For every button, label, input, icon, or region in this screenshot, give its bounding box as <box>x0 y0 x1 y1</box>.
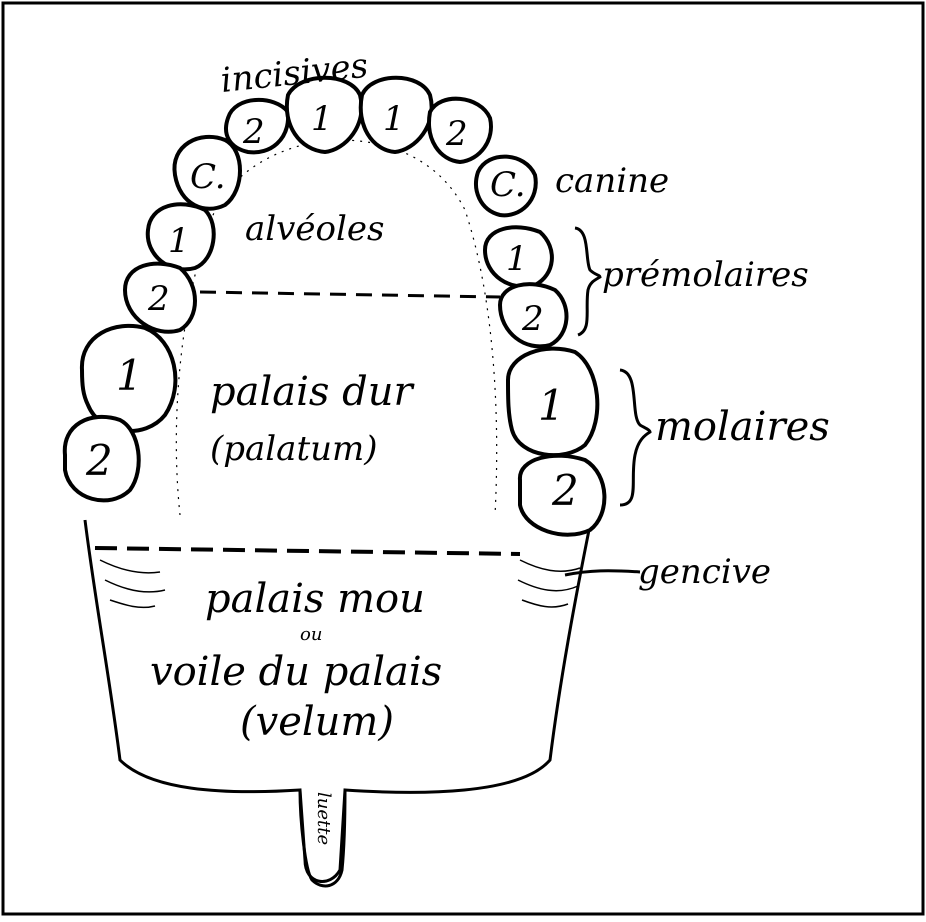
label-luette: luette <box>313 792 334 845</box>
premolaires-brace <box>575 228 600 335</box>
tooth-incisor-right-1-label: 1 <box>383 99 405 139</box>
label-gencive: gencive <box>638 552 771 592</box>
tooth-left-premolar-1: 1 <box>148 204 214 269</box>
tooth-incisor-left-2: 2 <box>226 100 288 152</box>
tooth-left-canine: C. <box>174 137 240 209</box>
tooth-left-premolar-2-label: 2 <box>147 279 170 319</box>
tooth-incisor-right-2: 2 <box>429 99 491 162</box>
hard-palate-boundary-upper <box>200 292 500 297</box>
tooth-left-canine-label: C. <box>190 157 226 197</box>
tooth-incisor-left-2-label: 2 <box>242 112 265 152</box>
tooth-right-premolar-1-label: 1 <box>506 239 528 279</box>
tooth-right-canine: C. <box>476 157 536 216</box>
label-canine: canine <box>555 161 669 201</box>
label-voile-du-palais: voile du palais <box>150 649 442 695</box>
label-molaires: molaires <box>655 404 830 450</box>
hard-soft-palate-boundary <box>95 548 520 554</box>
gum-hatching-right <box>518 560 580 607</box>
tooth-left-premolar-1-label: 1 <box>168 221 190 261</box>
label-alveoles: alvéoles <box>245 209 384 249</box>
label-ou: ou <box>300 624 322 645</box>
tooth-right-molar-2-label: 2 <box>551 466 579 515</box>
label-palais-dur: palais dur <box>210 369 415 415</box>
label-palais-mou: palais mou <box>205 576 425 622</box>
tooth-right-molar-2: 2 <box>520 456 605 535</box>
tooth-right-premolar-2-label: 2 <box>521 299 544 339</box>
gum-hatching-left <box>100 560 165 607</box>
label-velum: (velum) <box>240 699 394 745</box>
label-premolaires: prémolaires <box>602 255 809 295</box>
tooth-right-premolar-1: 1 <box>485 227 552 286</box>
tooth-right-molar-1: 1 <box>508 349 597 456</box>
tooth-right-molar-1-label: 1 <box>538 381 565 430</box>
tooth-left-molar-2-label: 2 <box>85 436 113 485</box>
tooth-left-molar-2: 2 <box>65 417 139 500</box>
tooth-incisor-right-2-label: 2 <box>445 114 468 154</box>
gencive-leader-line <box>565 571 640 575</box>
label-palatum: (palatum) <box>210 429 378 469</box>
tooth-left-premolar-2: 2 <box>125 264 195 332</box>
tooth-left-molar-1-label: 1 <box>116 351 143 400</box>
tooth-incisor-right-1: 1 <box>361 78 432 152</box>
tooth-incisor-left-1-label: 1 <box>311 99 333 139</box>
molaires-brace <box>620 370 650 505</box>
tooth-right-premolar-2: 2 <box>500 284 566 346</box>
tooth-right-canine-label: C. <box>490 165 526 205</box>
